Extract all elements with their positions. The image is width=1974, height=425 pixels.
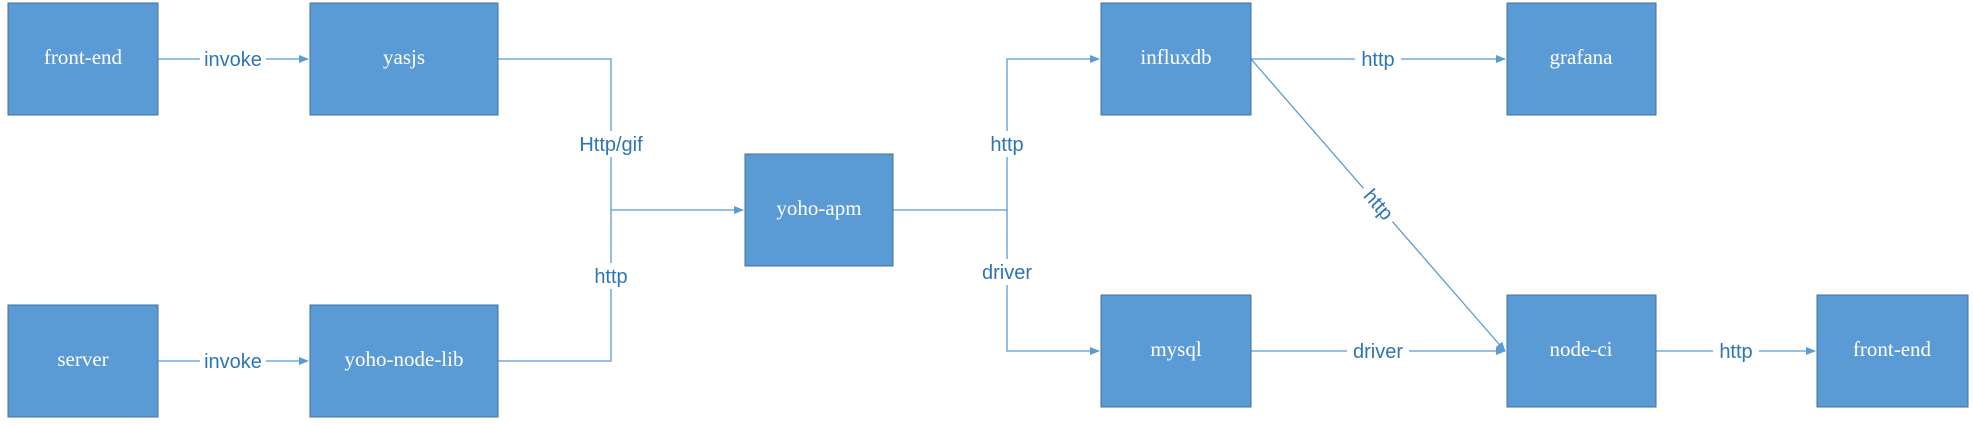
edge-label-apm-influxdb: http xyxy=(984,131,1030,157)
node-node-ci[interactable]: node-ci xyxy=(1506,294,1657,408)
edge-label-apm-mysql: driver xyxy=(977,259,1037,285)
node-yasjs[interactable]: yasjs xyxy=(309,2,499,116)
node-grafana[interactable]: grafana xyxy=(1506,2,1657,116)
node-yoho-node-lib[interactable]: yoho-node-lib xyxy=(309,304,499,418)
svg-text:server: server xyxy=(57,347,108,371)
edge-yasjs-apm xyxy=(498,58,612,210)
node-frontend-left[interactable]: front-end xyxy=(7,2,159,116)
svg-text:yoho-apm: yoho-apm xyxy=(776,196,861,220)
edge-apm-influxdb xyxy=(1006,55,1100,210)
svg-text:yoho-node-lib: yoho-node-lib xyxy=(345,347,464,371)
edge-label-server-nodelib: invoke xyxy=(200,349,266,373)
svg-text:grafana: grafana xyxy=(1550,45,1614,69)
svg-text:mysql: mysql xyxy=(1150,337,1202,361)
node-yoho-apm[interactable]: yoho-apm xyxy=(744,153,894,267)
edge-label-yasjs-apm: Http/gif xyxy=(570,131,652,157)
edge-label-frontend-yasjs: invoke xyxy=(200,47,266,71)
edge-label-influxdb-grafana: http xyxy=(1355,47,1401,71)
svg-text:invoke: invoke xyxy=(204,351,262,373)
node-influxdb[interactable]: influxdb xyxy=(1100,2,1252,116)
edge-apm-mysql xyxy=(1006,210,1100,355)
svg-text:invoke: invoke xyxy=(204,49,262,71)
svg-text:http: http xyxy=(1361,49,1394,71)
svg-text:driver: driver xyxy=(982,262,1032,284)
svg-text:influxdb: influxdb xyxy=(1140,45,1211,69)
edge-label-nodeci-frontend: http xyxy=(1713,339,1759,363)
svg-text:driver: driver xyxy=(1353,341,1403,363)
node-frontend-right[interactable]: front-end xyxy=(1816,294,1969,408)
svg-text:Http/gif: Http/gif xyxy=(579,134,643,156)
node-mysql[interactable]: mysql xyxy=(1100,294,1252,408)
node-server[interactable]: server xyxy=(7,304,159,418)
svg-text:front-end: front-end xyxy=(44,45,123,69)
edge-label-nodelib-apm: http xyxy=(588,263,634,289)
svg-text:yasjs: yasjs xyxy=(383,45,425,69)
edge-nodelib-apm xyxy=(498,210,612,362)
svg-text:http: http xyxy=(594,266,627,288)
edge-label-mysql-nodeci: driver xyxy=(1347,339,1409,363)
svg-text:http: http xyxy=(990,134,1023,156)
svg-text:http: http xyxy=(1719,341,1752,363)
svg-text:front-end: front-end xyxy=(1853,337,1932,361)
svg-text:node-ci: node-ci xyxy=(1550,337,1613,361)
